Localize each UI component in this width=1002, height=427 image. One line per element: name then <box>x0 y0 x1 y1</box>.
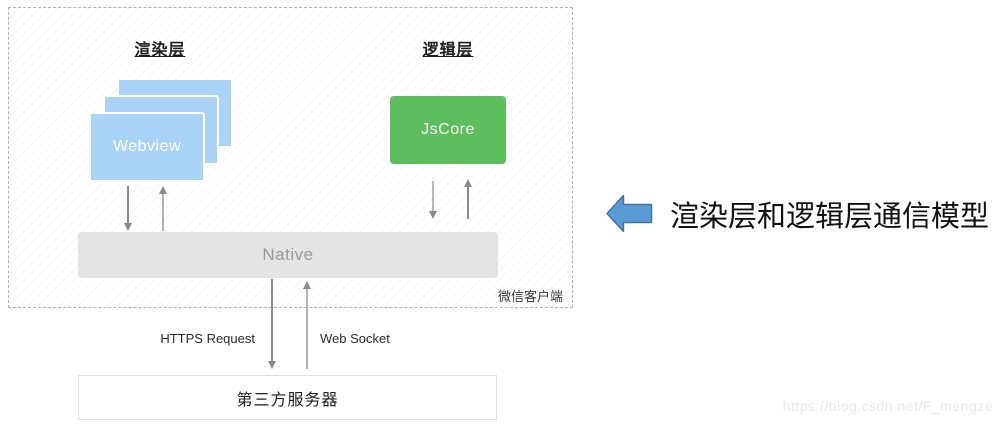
left-block-arrow-icon <box>606 194 653 233</box>
jscore-box: JsCore <box>390 96 506 164</box>
third-party-server-box: 第三方服务器 <box>78 375 497 420</box>
https-request-down-arrow <box>268 279 276 369</box>
third-party-server-label: 第三方服务器 <box>236 391 339 409</box>
watermark-text: https://blog.csdn.net/F_mengze <box>782 398 993 414</box>
https-request-label: HTTPS Request <box>160 331 255 346</box>
webview-label: Webview <box>112 138 182 155</box>
wechat-client-label: 微信客户端 <box>497 289 563 304</box>
jscore-label: JsCore <box>421 121 475 138</box>
jscore-to-native-down-arrow <box>429 181 437 219</box>
native-to-webview-up-arrow <box>159 186 167 231</box>
web-socket-label: Web Socket <box>320 331 390 346</box>
logic-layer-label: 逻辑层 <box>422 42 474 59</box>
native-to-jscore-up-arrow <box>464 179 472 219</box>
native-bar: Native <box>78 232 498 278</box>
native-label: Native <box>262 245 314 264</box>
web-socket-up-arrow <box>303 281 311 369</box>
render-layer-label: 渲染层 <box>134 42 186 59</box>
annotation-caption: 渲染层和逻辑层通信模型 <box>670 201 990 233</box>
webview-to-native-down-arrow <box>124 186 132 231</box>
webview-card-front: Webview <box>89 112 205 182</box>
